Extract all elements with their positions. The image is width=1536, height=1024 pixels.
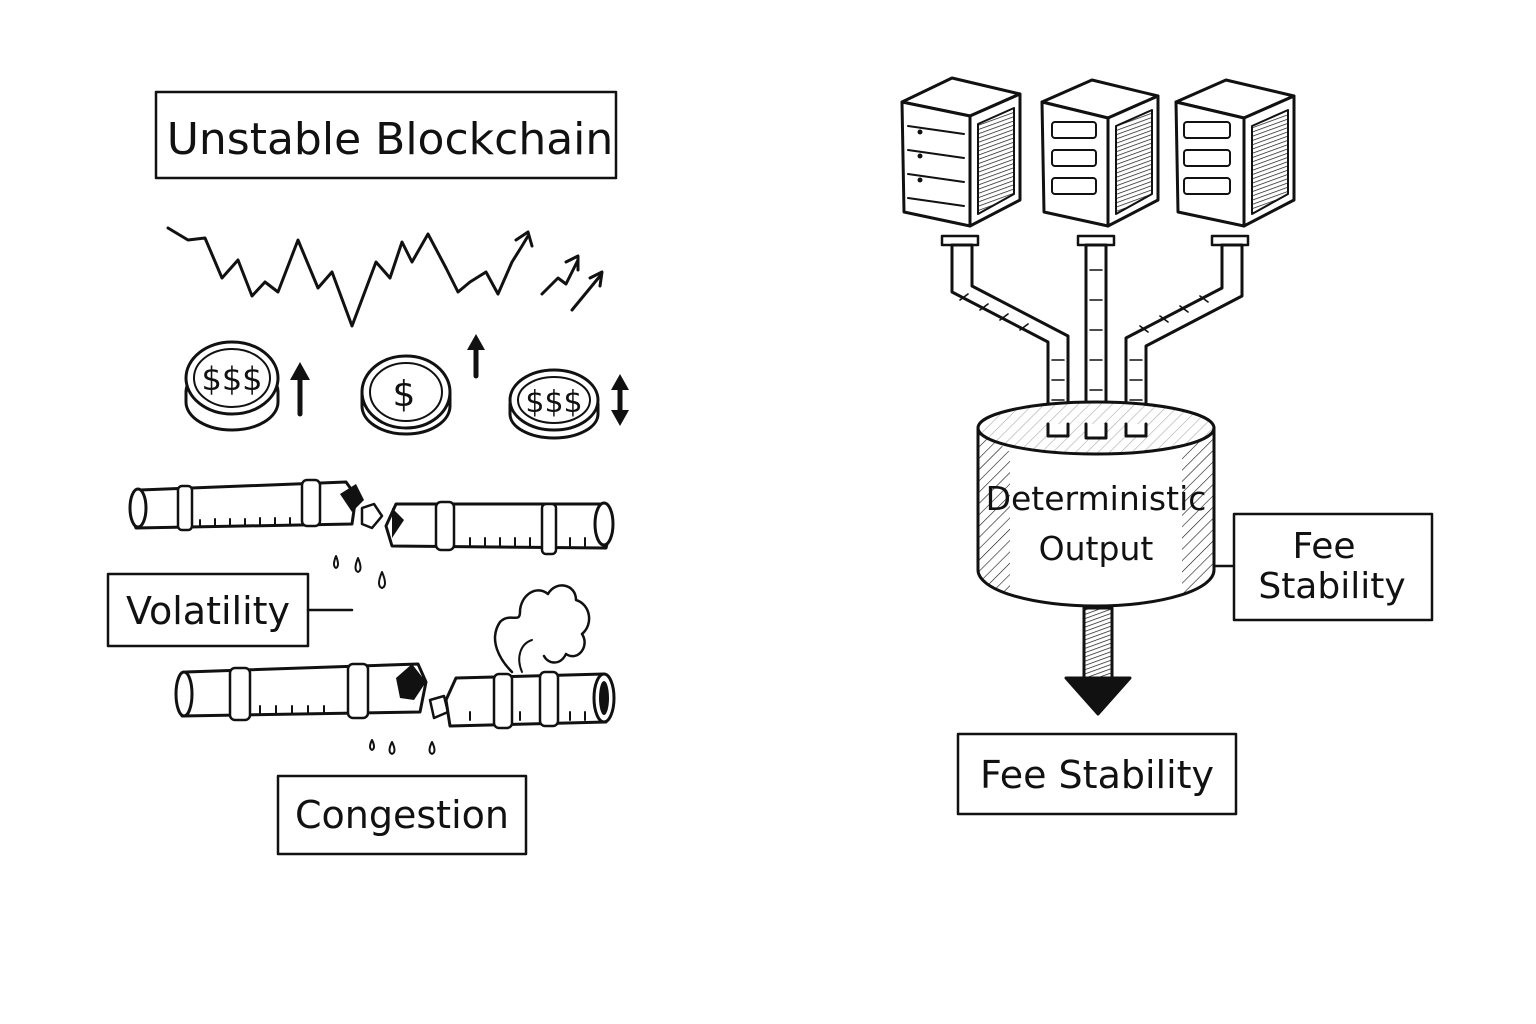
up-down-arrow-icon [611,374,629,426]
volatility-box: Volatility [106,572,354,648]
title-box: Unstable Blockchain [154,90,618,180]
server-icon-1 [900,76,1022,228]
right-panel: Deterministic Output Fee Stability Fee S… [900,76,1434,816]
congestion-box: Congestion [276,774,528,856]
title-text: Unstable Blockchain [167,114,614,165]
coin-label-3: $$$ [525,385,582,420]
bottom-label-frame [956,732,1238,816]
line-chart-icon [166,226,604,328]
coin-label-2: $ [393,374,416,415]
coin-icon-2: $ [360,354,452,436]
tank-label-line1: Deterministic [986,479,1207,518]
broken-pipe-icon-1 [128,478,615,589]
volatility-text: Volatility [126,589,290,633]
broken-pipe-icon-2 [174,584,616,755]
coin-icon-3: $$$ [508,368,600,440]
side-label-frame [1232,512,1434,622]
coin-icon-1: $$$ [184,340,280,432]
left-panel: Unstable Blockchain $$$ $ [106,90,629,856]
title-frame [154,90,618,180]
side-label-line2: Stability [1258,566,1405,607]
up-arrow-icon-2 [467,334,485,379]
tank-label-line2: Output [1039,529,1154,568]
up-arrow-icon-1 [290,362,310,417]
congestion-text: Congestion [295,793,509,837]
fee-stability-bottom-box: Fee Stability [956,732,1238,816]
side-label-line1: Fee [1292,526,1355,567]
fee-stability-side-box: Fee Stability [1232,512,1434,622]
coin-label-1: $$$ [201,360,262,398]
server-icon-2 [1040,78,1160,228]
volatility-frame [106,572,310,648]
pipe-connectors [940,234,1250,426]
congestion-frame [276,774,528,856]
bottom-label-text: Fee Stability [980,753,1214,797]
down-arrow-icon [1064,606,1132,716]
server-icon-3 [1174,78,1296,228]
cylinder-tank-icon: Deterministic Output [976,400,1236,608]
